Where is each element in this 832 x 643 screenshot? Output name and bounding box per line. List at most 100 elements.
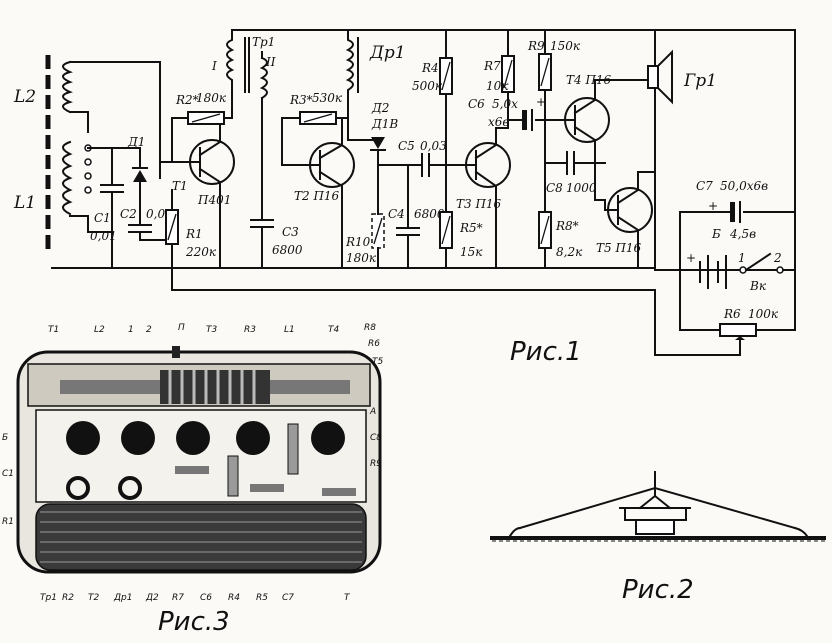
diode-d2 bbox=[347, 137, 386, 201]
coil-l2 bbox=[62, 60, 161, 179]
capacitor-c5 bbox=[407, 153, 447, 177]
label-r6: R6 bbox=[723, 307, 741, 321]
transistor-t1 bbox=[159, 117, 235, 269]
label-r8-value: 8,2к bbox=[556, 245, 583, 259]
label-d2: Д2 bbox=[371, 101, 389, 115]
label-switch-1: 1 bbox=[738, 251, 746, 265]
label-r3-value: 530к bbox=[312, 91, 343, 105]
label-l1: L1 bbox=[13, 193, 36, 213]
svg-text:R2: R2 bbox=[62, 593, 74, 603]
potentiometer-r6 bbox=[171, 267, 796, 356]
label-r6-value: 100к bbox=[748, 307, 779, 321]
svg-text:R5: R5 bbox=[256, 593, 268, 603]
caption-fig2: Рис.2 bbox=[622, 575, 694, 605]
resistor-r10 bbox=[371, 199, 385, 269]
label-battery-value: 4,5в bbox=[729, 227, 756, 241]
label-c7: C7 bbox=[696, 179, 713, 193]
diode-d1 bbox=[111, 147, 148, 226]
label-t5: T5 П16 bbox=[596, 241, 642, 255]
receiver-layout-illustration bbox=[16, 346, 382, 574]
svg-text:L2: L2 bbox=[94, 325, 105, 335]
resistor-r7 bbox=[501, 29, 515, 129]
svg-text:Tp1: Tp1 bbox=[40, 593, 57, 603]
label-t2: T2 П16 bbox=[294, 189, 340, 203]
label-winding-ii: II bbox=[265, 55, 276, 69]
label-r8: R8* bbox=[555, 219, 579, 233]
transistor-t3 bbox=[445, 127, 511, 269]
label-dr1: Др1 bbox=[369, 43, 406, 63]
label-c1-value: 0,01 bbox=[90, 229, 117, 243]
label-c8: C8 bbox=[546, 181, 563, 195]
svg-text:R9: R9 bbox=[370, 459, 382, 469]
label-r7-value: 10к bbox=[486, 79, 509, 93]
svg-text:C6: C6 bbox=[200, 593, 212, 603]
svg-text:T5: T5 bbox=[372, 357, 383, 367]
speaker-gr1 bbox=[611, 29, 673, 269]
capacitor-c2 bbox=[128, 224, 173, 241]
label-r10: R10 bbox=[345, 235, 371, 249]
label-c6-plus: + bbox=[536, 95, 546, 109]
transformer-tr1 bbox=[226, 29, 268, 221]
svg-text:C7: C7 bbox=[282, 593, 294, 603]
capacitor-c6 bbox=[507, 109, 561, 131]
label-r5-value: 15к bbox=[460, 245, 483, 259]
transistor-t2 bbox=[281, 117, 355, 269]
fig3-callouts-top: T1 L2 1 2 П T3 R3 L1 T4 R8 R6 T5 Б C1 R1… bbox=[2, 323, 383, 603]
label-battery: Б bbox=[711, 227, 721, 241]
coil-l1 bbox=[62, 140, 113, 233]
label-c3: C3 bbox=[282, 225, 299, 239]
label-r3: R3* bbox=[289, 93, 313, 107]
label-c5-value: 0,03 bbox=[420, 139, 447, 153]
supply-rail-top bbox=[231, 29, 796, 286]
label-gr1: Гр1 bbox=[683, 71, 717, 91]
svg-text:R7: R7 bbox=[172, 593, 184, 603]
capacitor-c3 bbox=[250, 219, 274, 269]
resistor-r2 bbox=[171, 111, 233, 163]
label-c6: C6 bbox=[468, 97, 485, 111]
label-winding-i: I bbox=[211, 59, 217, 73]
label-c7-value: 50,0x6в bbox=[720, 179, 768, 193]
svg-text:П: П bbox=[178, 323, 185, 333]
svg-text:R1: R1 bbox=[2, 517, 14, 527]
speaker-mount-drawing bbox=[490, 471, 826, 542]
capacitor-c1 bbox=[87, 147, 124, 269]
resistor-r4 bbox=[439, 29, 453, 166]
svg-text:L1: L1 bbox=[284, 325, 295, 335]
label-c7-plus: + bbox=[708, 199, 718, 213]
label-c6-value2: x6в bbox=[488, 115, 509, 129]
transistor-t5 bbox=[604, 171, 656, 269]
svg-text:Др1: Др1 bbox=[113, 593, 132, 603]
svg-text:R4: R4 bbox=[228, 593, 240, 603]
svg-text:C1: C1 bbox=[2, 469, 14, 479]
capacitor-c8 bbox=[544, 119, 606, 213]
label-r9-value: 150к bbox=[550, 39, 581, 53]
svg-text:R6: R6 bbox=[368, 339, 380, 349]
caption-fig3: Рис.3 bbox=[158, 607, 230, 637]
battery-b bbox=[679, 255, 741, 289]
label-t1: T1 bbox=[172, 179, 188, 193]
power-switch bbox=[739, 252, 796, 274]
label-t1-type: П401 bbox=[197, 193, 231, 207]
choke-dr1 bbox=[345, 29, 359, 141]
svg-text:Д2: Д2 bbox=[145, 593, 159, 603]
resistor-r5 bbox=[439, 164, 453, 269]
svg-text:2: 2 bbox=[146, 325, 152, 335]
label-d2-type: Д1В bbox=[371, 117, 398, 131]
svg-text:Б: Б bbox=[2, 433, 8, 443]
label-battery-plus: + bbox=[686, 251, 696, 265]
svg-text:T2: T2 bbox=[88, 593, 99, 603]
resistor-r8 bbox=[538, 211, 552, 269]
label-r5: R5* bbox=[459, 221, 483, 235]
caption-fig1: Рис.1 bbox=[510, 337, 582, 367]
label-t4: T4 П16 bbox=[566, 73, 612, 87]
label-r4-value: 500к bbox=[412, 79, 443, 93]
resistor-r3 bbox=[281, 111, 349, 166]
label-r2-value: 180к bbox=[196, 91, 227, 105]
label-r9: R9 bbox=[527, 39, 545, 53]
label-r10-value: 180к bbox=[346, 251, 377, 265]
label-c3-value: 6800 bbox=[272, 243, 303, 257]
label-d1: Д1 bbox=[127, 135, 145, 149]
label-c6-value: 5,0x bbox=[492, 97, 518, 111]
